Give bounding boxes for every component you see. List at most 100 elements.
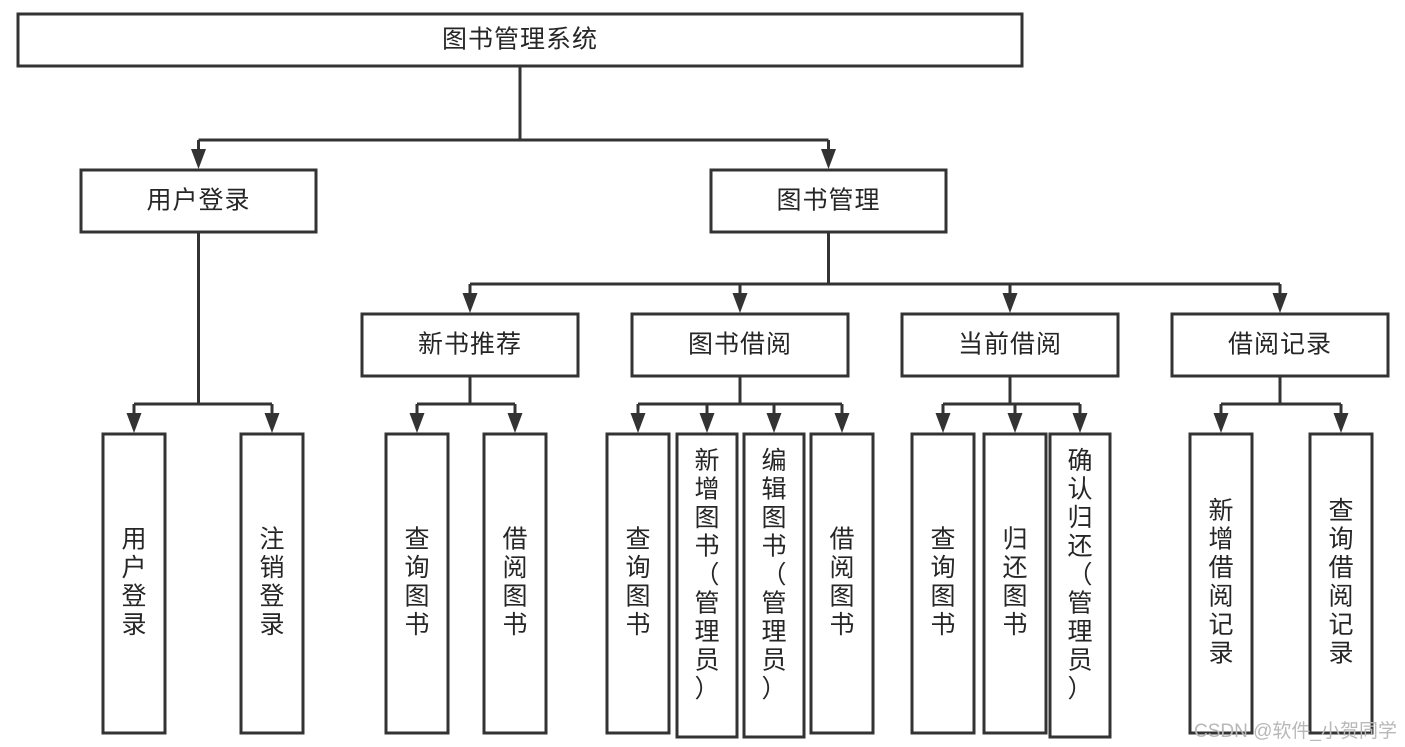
arrow-head-icon bbox=[462, 293, 478, 313]
node-label-char: 询 bbox=[1328, 525, 1353, 553]
node-label-char: 借 bbox=[1328, 554, 1353, 582]
node-borrow-record[interactable]: 借阅记录 bbox=[1170, 312, 1390, 378]
node-label-char: 管 bbox=[694, 589, 719, 617]
node-label-char: 图 bbox=[829, 582, 854, 610]
node-label-char: 用 bbox=[121, 525, 146, 553]
node-box bbox=[809, 432, 875, 735]
node-label-char: 理 bbox=[761, 618, 786, 646]
node-label-char: 管 bbox=[1067, 589, 1092, 617]
arrow-head-icon bbox=[409, 413, 425, 433]
arrow-head-icon bbox=[1007, 413, 1023, 433]
arrow-head-icon bbox=[630, 413, 646, 433]
node-box bbox=[239, 432, 305, 735]
node-box bbox=[482, 432, 548, 735]
node-label-char: （ bbox=[761, 561, 786, 589]
node-label-char: 员 bbox=[694, 646, 719, 674]
node-root[interactable]: 图书管理系统 bbox=[16, 12, 1024, 68]
node-label-char: 归 bbox=[1002, 525, 1027, 553]
node-label-char: 书 bbox=[502, 611, 527, 639]
node-label-char: ） bbox=[761, 675, 786, 703]
node-label-char: 图 bbox=[625, 582, 650, 610]
node-label: 借阅记录 bbox=[1228, 331, 1332, 359]
node-label-char: 查 bbox=[625, 525, 650, 553]
watermark-label: CSDN @软件_小贺同学 bbox=[1194, 721, 1397, 742]
node-label-char: 阅 bbox=[502, 554, 527, 582]
node-label-char: 员 bbox=[761, 646, 786, 674]
node-label-char: 还 bbox=[1002, 554, 1027, 582]
node-box bbox=[384, 432, 450, 735]
node-label-char: 查 bbox=[404, 525, 429, 553]
arrow-head-icon bbox=[1272, 293, 1288, 313]
node-label-char: 书 bbox=[404, 611, 429, 639]
node-box bbox=[1188, 432, 1254, 735]
nodes-layer: 图书管理系统用户登录图书管理新书推荐图书借阅当前借阅借阅记录用户登录注销登录查询… bbox=[16, 12, 1390, 739]
node-label-char: 登 bbox=[121, 582, 146, 610]
node-label-char: 登 bbox=[259, 582, 284, 610]
node-user-login[interactable]: 用户登录 bbox=[79, 168, 318, 234]
node-label-char: 查 bbox=[1328, 497, 1353, 525]
arrow-head-icon bbox=[191, 149, 206, 169]
node-new-book-rec[interactable]: 新书推荐 bbox=[360, 312, 580, 378]
node-label-char: 录 bbox=[121, 611, 146, 639]
arrow-head-icon bbox=[834, 413, 850, 433]
node-label-char: 阅 bbox=[1208, 582, 1233, 610]
node-box bbox=[1170, 312, 1390, 378]
node-label-char: 记 bbox=[1208, 611, 1233, 639]
node-label-char: 图 bbox=[502, 582, 527, 610]
arrow-head-icon bbox=[264, 413, 280, 433]
node-label-char: 增 bbox=[1208, 525, 1233, 553]
node-box bbox=[982, 432, 1048, 735]
node-box bbox=[742, 432, 806, 739]
node-box bbox=[630, 312, 850, 378]
node-label-char: 图 bbox=[930, 582, 955, 610]
node-box bbox=[900, 312, 1120, 378]
arrow-head-icon bbox=[1072, 413, 1088, 433]
node-label-char: 书 bbox=[930, 611, 955, 639]
node-current-borrow[interactable]: 当前借阅 bbox=[900, 312, 1120, 378]
node-label-char: 录 bbox=[259, 611, 284, 639]
node-label-char: 员 bbox=[1067, 646, 1092, 674]
node-label-char: 确 bbox=[1067, 447, 1092, 475]
node-label: 图书管理 bbox=[776, 187, 880, 215]
node-label-char: 认 bbox=[1067, 475, 1092, 503]
node-book-manage[interactable]: 图书管理 bbox=[709, 168, 948, 234]
node-label-char: 新 bbox=[1208, 497, 1233, 525]
arrow-head-icon bbox=[821, 149, 836, 169]
connectors-layer bbox=[126, 66, 1349, 433]
node-label-char: 借 bbox=[502, 525, 527, 553]
node-label-char: 阅 bbox=[1328, 582, 1353, 610]
node-label: 用户登录 bbox=[146, 187, 250, 215]
arrow-head-icon bbox=[766, 413, 782, 433]
node-label-char: 新 bbox=[694, 447, 719, 475]
arrow-head-icon bbox=[1002, 293, 1018, 313]
node-label-char: 增 bbox=[694, 475, 719, 503]
node-label-char: 书 bbox=[829, 611, 854, 639]
node-leaf-user-login[interactable]: 用户登录 bbox=[101, 432, 167, 735]
arrow-head-icon bbox=[699, 413, 715, 433]
node-label-char: 户 bbox=[121, 554, 146, 582]
arrow-head-icon bbox=[1213, 413, 1229, 433]
node-label-char: 阅 bbox=[829, 554, 854, 582]
node-label-char: 录 bbox=[1328, 639, 1353, 667]
node-label-char: 图 bbox=[761, 504, 786, 532]
node-label-char: 图 bbox=[1002, 582, 1027, 610]
node-label: 图书借阅 bbox=[688, 331, 792, 359]
node-label-char: 书 bbox=[694, 532, 719, 560]
node-label-char: 注 bbox=[259, 525, 284, 553]
node-label-char: 询 bbox=[404, 554, 429, 582]
node-box bbox=[1308, 432, 1374, 735]
node-book-borrow[interactable]: 图书借阅 bbox=[630, 312, 850, 378]
